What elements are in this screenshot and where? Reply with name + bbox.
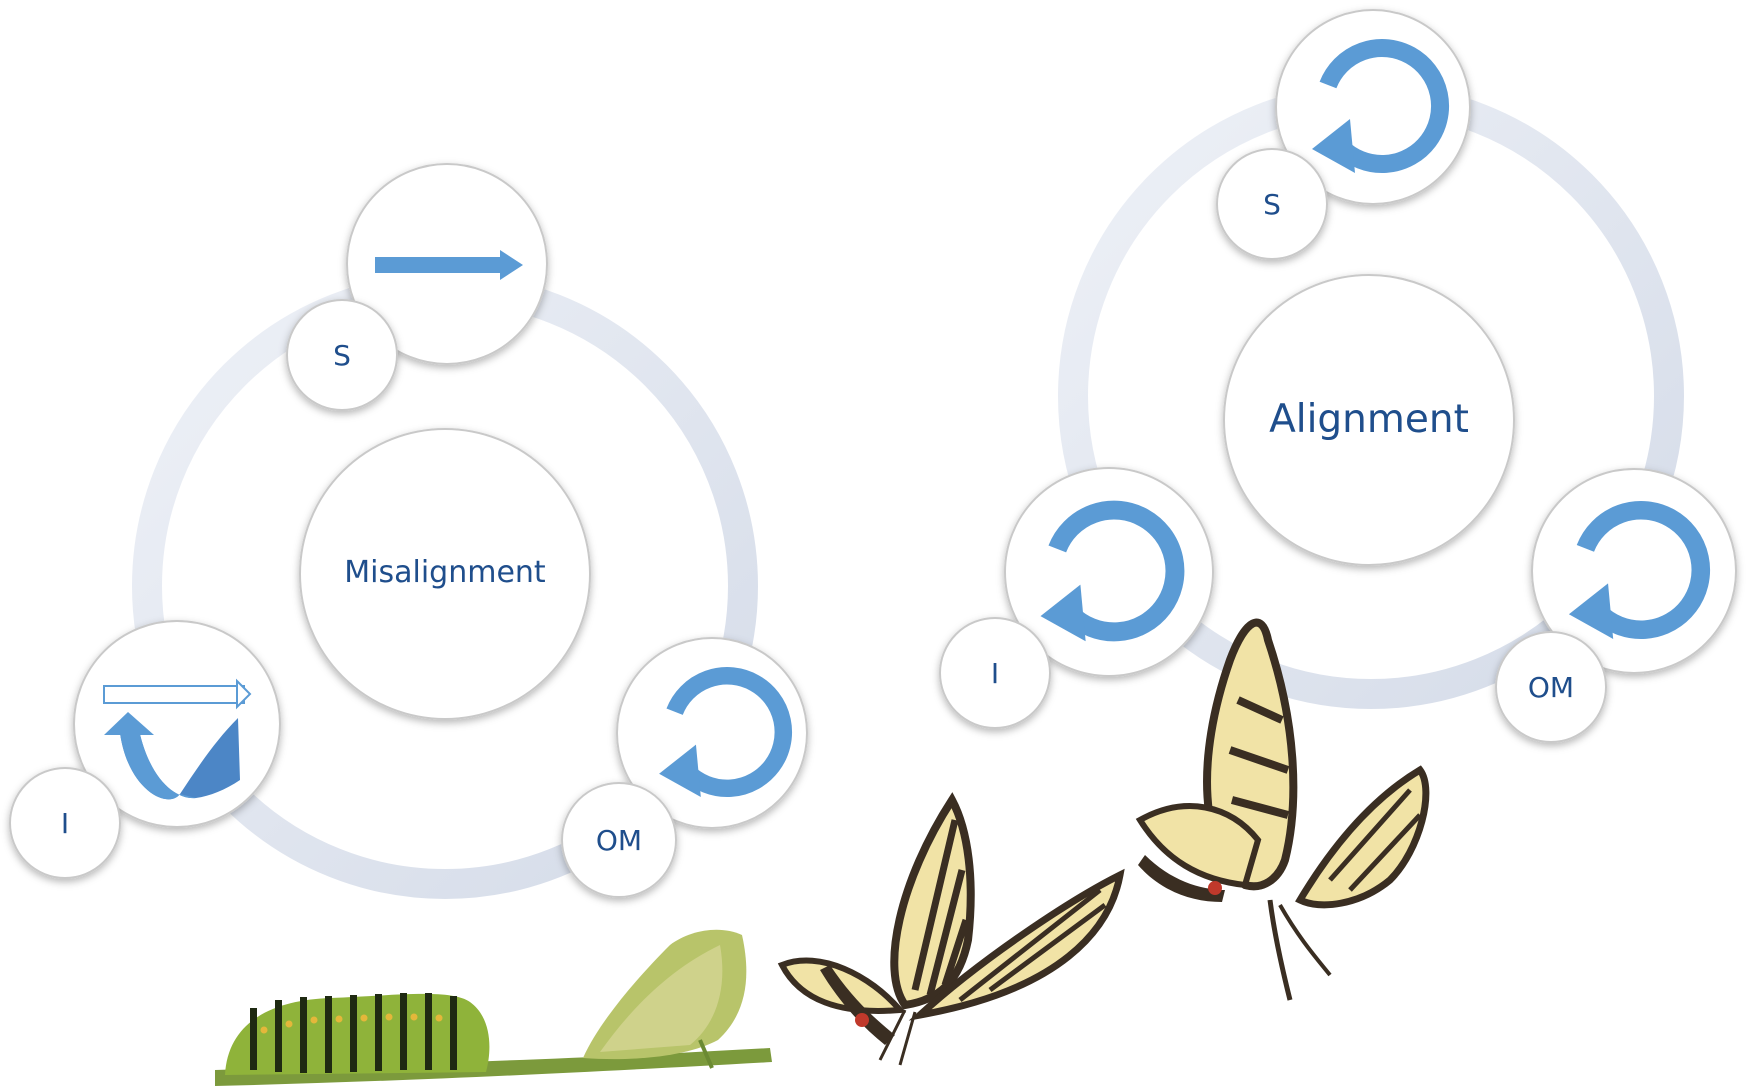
tag-circle-s [1216, 148, 1328, 260]
alignment-cycle: Alignment S I OM [939, 9, 1737, 743]
center-label: Alignment [1269, 397, 1469, 442]
tag-label-s: S [333, 339, 351, 372]
tag-circle-om [1495, 631, 1607, 743]
caterpillar-icon [225, 993, 490, 1075]
straight-arrow-icon [375, 250, 523, 280]
tag-label-i: I [61, 807, 69, 840]
tag-circle-s [286, 299, 398, 411]
tag-circle-om [561, 782, 677, 898]
tag-label-om: OM [1528, 671, 1574, 704]
metamorphosis-illustration [215, 618, 1430, 1086]
tag-label-om: OM [596, 824, 642, 857]
tag-label-i: I [991, 657, 999, 690]
tag-circle-i [939, 617, 1051, 729]
tag-label-s: S [1263, 188, 1281, 221]
tag-circle-i [9, 767, 121, 879]
butterfly-icon [1135, 618, 1430, 1001]
center-label: Misalignment [344, 555, 546, 590]
misalignment-cycle: Misalignment S I OM [9, 163, 808, 899]
butterfly-icon [777, 792, 1125, 1066]
u-turn-arrow-icon [103, 678, 252, 800]
chrysalis-icon [583, 929, 747, 1069]
center-circle [299, 428, 591, 720]
center-circle [1223, 274, 1515, 566]
